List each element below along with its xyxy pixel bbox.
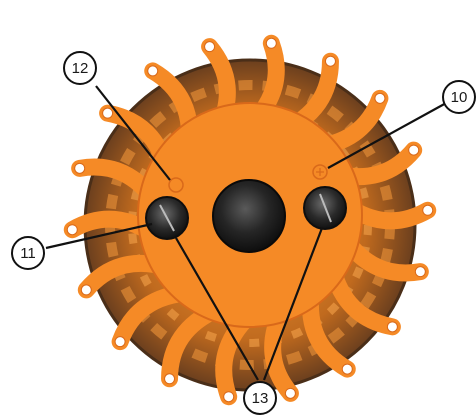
callout-13: 13 xyxy=(244,382,276,414)
hook-eyelet xyxy=(81,285,91,295)
center-magnet xyxy=(213,180,285,252)
hook-eyelet xyxy=(387,322,397,332)
hook-eyelet xyxy=(423,205,433,215)
hook-eyelet xyxy=(325,56,335,66)
hook-eyelet xyxy=(266,38,276,48)
hook-eyelet xyxy=(375,93,385,103)
battery-screw-right xyxy=(304,187,346,229)
hook-eyelet xyxy=(75,163,85,173)
hook-eyelet xyxy=(409,145,419,155)
hook-eyelet xyxy=(342,364,352,374)
hook-eyelet xyxy=(285,388,295,398)
callout-11: 11 xyxy=(12,237,44,269)
hook-eyelet xyxy=(224,392,234,402)
callout-13-label: 13 xyxy=(252,390,269,407)
hook-eyelet xyxy=(205,42,215,52)
callout-10-label: 10 xyxy=(451,89,468,106)
callout-11-label: 11 xyxy=(20,245,36,262)
callout-10: 10 xyxy=(443,81,475,113)
hook-eyelet xyxy=(67,225,77,235)
hook-eyelet xyxy=(165,374,175,384)
callout-12: 12 xyxy=(64,52,96,84)
hook-eyelet xyxy=(415,267,425,277)
hook-eyelet xyxy=(103,108,113,118)
hook-eyelet xyxy=(148,66,158,76)
hook-eyelet xyxy=(115,337,125,347)
battery-screw-left xyxy=(146,197,188,239)
callout-12-label: 12 xyxy=(72,60,89,77)
